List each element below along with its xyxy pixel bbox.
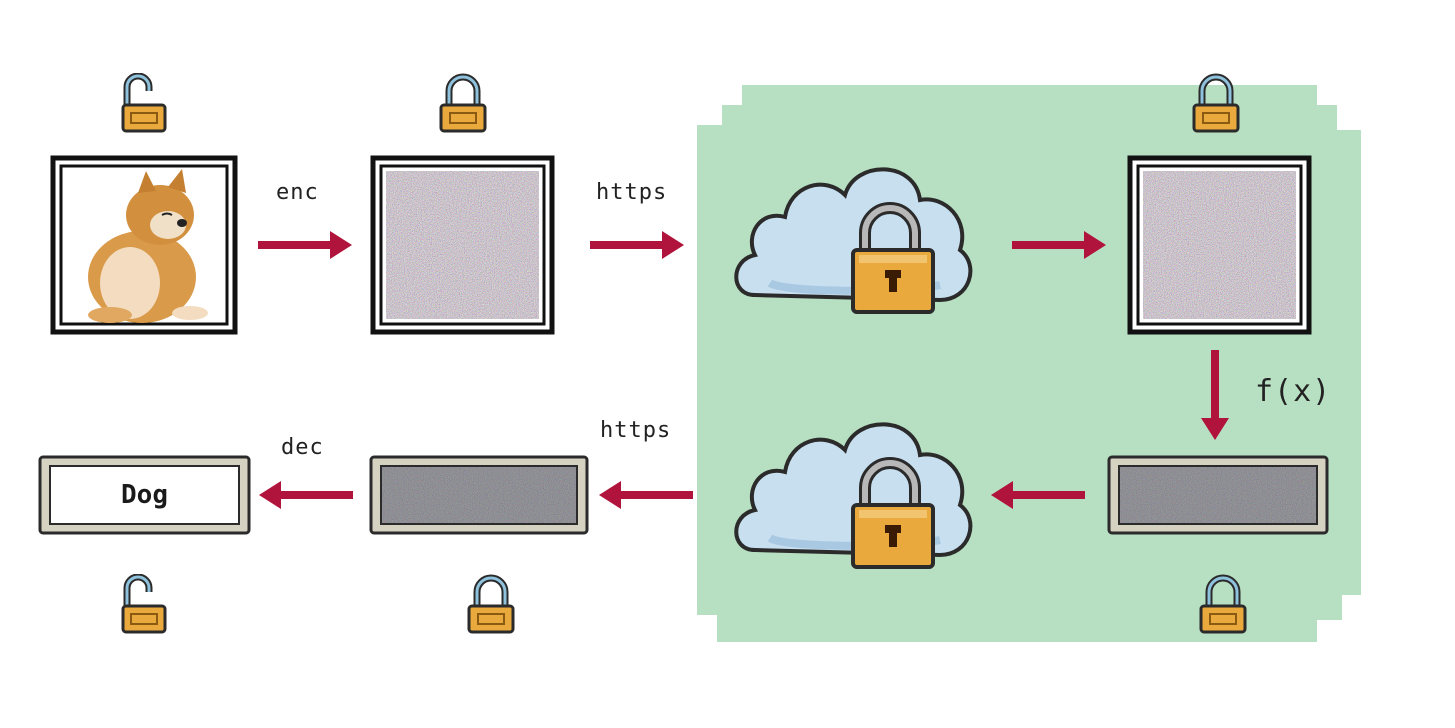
label-enc: enc <box>276 180 319 205</box>
encrypted-result-box <box>369 455 589 535</box>
encrypted-image-frame <box>1127 155 1312 335</box>
locked-padlock-icon <box>1196 574 1250 634</box>
arrow-left-icon <box>990 478 1085 512</box>
encrypted-result-box <box>1107 455 1329 535</box>
noise-image <box>381 466 577 524</box>
arrow-right-icon <box>258 228 353 262</box>
arrow-left-icon <box>258 478 353 512</box>
locked-padlock-icon <box>1189 73 1243 133</box>
cloud-icon <box>725 410 975 575</box>
unlocked-padlock-icon <box>119 574 169 634</box>
encrypted-image-frame <box>370 155 555 335</box>
label-https-top: https <box>596 180 668 205</box>
arrow-down-icon <box>1198 350 1232 442</box>
label-dec: dec <box>281 435 324 460</box>
cloud-icon <box>725 155 975 320</box>
unlocked-padlock-icon <box>119 73 169 133</box>
noise-image <box>386 171 539 319</box>
locked-padlock-icon <box>464 574 518 634</box>
arrow-right-icon <box>1012 228 1107 262</box>
locked-padlock-icon <box>436 73 490 133</box>
result-box: Dog <box>38 455 251 535</box>
arrow-right-icon <box>590 228 685 262</box>
label-https-bottom: https <box>600 418 672 443</box>
dog-photo <box>88 169 208 323</box>
input-image-frame <box>50 155 238 335</box>
result-label: Dog <box>121 480 168 510</box>
label-fx: f(x) <box>1255 374 1332 409</box>
noise-image <box>1119 466 1317 524</box>
arrow-left-icon <box>598 478 693 512</box>
noise-image <box>1143 171 1296 319</box>
